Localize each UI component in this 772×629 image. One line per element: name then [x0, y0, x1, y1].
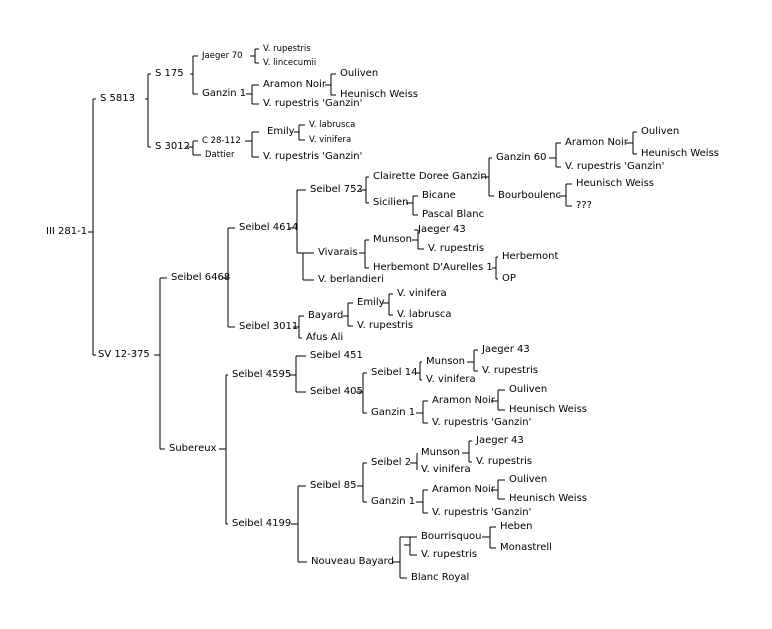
node-v-berlandieri: V. berlandieri	[318, 274, 384, 285]
node-v-labrusca-a: V. labrusca	[309, 120, 356, 130]
node-seibel3011: Seibel 3011	[239, 321, 299, 332]
node-monastrell: Monastrell	[500, 542, 552, 553]
node-aramon-noir-a: Aramon Noir	[263, 79, 326, 90]
node-ouliven-b: Ouliven	[641, 126, 680, 137]
node-bourrisquou: Bourrisquou	[421, 531, 482, 542]
node-dattier: Dattier	[205, 150, 235, 160]
node-v-rup-ganzin-a: V. rupestris 'Ganzin'	[263, 98, 363, 109]
node-v-rup-ganzin-c: V. rupestris 'Ganzin'	[565, 161, 665, 172]
node-s3012: S 3012	[155, 141, 190, 152]
node-seibel4614: Seibel 4614	[239, 222, 299, 233]
node-v-rup-ganzin-d: V. rupestris 'Ganzin'	[432, 417, 532, 428]
node-bayard: Bayard	[308, 310, 344, 321]
node-vivarais: Vivarais	[318, 247, 358, 258]
node-v-vinifera-a: V. vinifera	[309, 135, 352, 145]
node-sicilien: Sicilien	[373, 197, 409, 208]
node-v-rupestris-4: V. rupestris	[482, 365, 539, 376]
node-c28-112: C 28-112	[202, 136, 241, 146]
node-subereux: Subereux	[169, 443, 217, 454]
node-heunisch-weiss-b: Heunisch Weiss	[641, 148, 720, 159]
node-v-lincecumii: V. lincecumii	[263, 58, 317, 68]
node-ganzin1-a: Ganzin 1	[202, 88, 247, 99]
node-emily-a: Emily	[267, 126, 295, 137]
node-seibel14: Seibel 14	[371, 367, 418, 378]
node-ganzin1-b: Ganzin 1	[371, 407, 416, 418]
node-s5813: S 5813	[100, 93, 135, 104]
node-v-rupestris-2: V. rupestris	[428, 243, 485, 254]
node-seibel405: Seibel 405	[310, 386, 363, 397]
node-herbemont-da: Herbemont D'Aurelles 1	[373, 262, 493, 273]
node-herbemont: Herbemont	[502, 251, 559, 262]
node-v-vinifera-c: V. vinifera	[426, 374, 476, 385]
node-aramon-noir-b: Aramon Noir	[565, 137, 628, 148]
node-pascal-blanc: Pascal Blanc	[422, 209, 485, 220]
node-aramon-noir-d: Aramon Noir	[432, 484, 495, 495]
node-unknown: ???	[576, 200, 592, 211]
node-seibel451: Seibel 451	[310, 350, 363, 361]
node-heunisch-weiss-c: Heunisch Weiss	[576, 178, 655, 189]
node-munson-c: Munson	[421, 447, 460, 458]
node-ouliven-a: Ouliven	[340, 68, 379, 79]
node-heunisch-weiss-e: Heunisch Weiss	[509, 493, 588, 504]
node-heunisch-weiss-a: Heunisch Weiss	[340, 89, 419, 100]
node-seibel4595: Seibel 4595	[232, 369, 292, 380]
node-v-rupestris-6: V. rupestris	[421, 549, 478, 560]
node-ganzin60: Ganzin 60	[496, 152, 547, 163]
node-seibel6468: Seibel 6468	[171, 272, 231, 283]
node-jaeger70: Jaeger 70	[202, 51, 243, 61]
node-afus-ali: Afus Ali	[306, 332, 344, 343]
node-sv12-375: SV 12-375	[98, 349, 150, 360]
node-v-labrusca-b: V. labrusca	[397, 309, 452, 320]
node-seibel2: Seibel 2	[371, 457, 412, 468]
node-v-rupestris-1: V. rupestris	[263, 44, 311, 54]
node-bourboulenc: Bourboulenc	[498, 190, 561, 201]
node-heunisch-weiss-d: Heunisch Weiss	[509, 404, 588, 415]
node-emily-b: Emily	[357, 297, 385, 308]
node-jaeger43-b: Jaeger 43	[482, 344, 530, 355]
node-blanc-royal: Blanc Royal	[411, 572, 470, 583]
node-aramon-noir-c: Aramon Noir	[432, 395, 495, 406]
node-seibel752: Seibel 752	[310, 184, 363, 195]
node-jaeger43-c: Jaeger 43	[476, 435, 524, 446]
node-jaeger43-a: Jaeger 43	[418, 224, 466, 235]
node-v-rupestris-5: V. rupestris	[476, 456, 533, 467]
node-ganzin1-c: Ganzin 1	[371, 496, 416, 507]
node-v-vinifera-d: V. vinifera	[421, 464, 471, 475]
node-seibel4199: Seibel 4199	[232, 518, 292, 529]
node-v-rup-ganzin-b: V. rupestris 'Ganzin'	[263, 151, 363, 162]
node-ouliven-d: Ouliven	[509, 474, 548, 485]
node-v-rup-ganzin-e: V. rupestris 'Ganzin'	[432, 507, 532, 518]
node-heben: Heben	[500, 521, 533, 532]
node-munson-b: Munson	[426, 356, 465, 367]
node-op: OP	[502, 273, 516, 284]
node-v-rupestris-3: V. rupestris	[357, 320, 414, 331]
node-s175: S 175	[155, 68, 184, 79]
node-clairette: Clairette Doree Ganzin	[373, 171, 487, 182]
node-nouveau-bayard: Nouveau Bayard	[311, 556, 394, 567]
node-v-vinifera-b: V. vinifera	[397, 288, 447, 299]
node-munson-a: Munson	[373, 234, 412, 245]
node-ouliven-c: Ouliven	[509, 384, 548, 395]
node-root: III 281-1	[46, 226, 88, 237]
node-bicane: Bicane	[422, 190, 456, 201]
node-seibel85: Seibel 85	[310, 480, 357, 491]
